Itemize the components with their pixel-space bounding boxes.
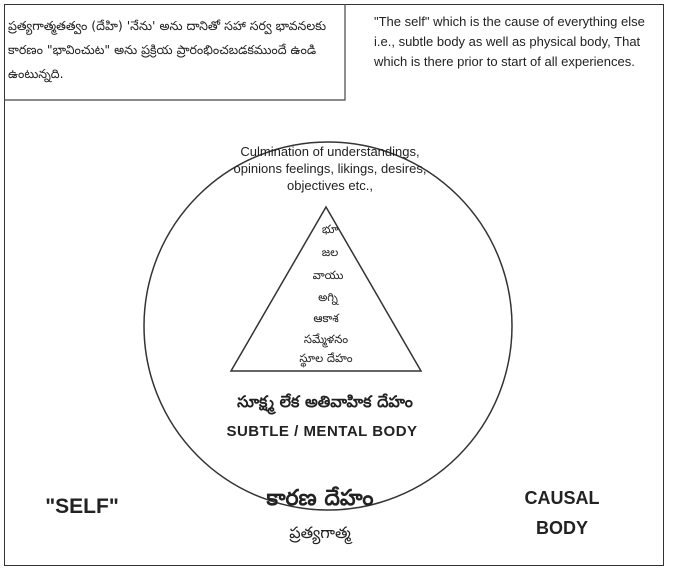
telugu-text-box (4, 4, 346, 101)
subtle-body-telugu: సూక్ష్మ లేక అతివాహిక దేహం (237, 392, 413, 411)
element-fire: అగ్ని (318, 290, 338, 304)
causal-body-circle (143, 141, 513, 511)
subtle-body-label: SUBTLE / MENTAL BODY (226, 423, 418, 440)
element-combination: సమ్మేళనం (303, 332, 349, 346)
element-gross-body: స్థూల దేహం (299, 351, 353, 365)
causal-body-telugu: కారణ దేహం (266, 486, 374, 511)
circle-caption: Culmination of understandings, opinions … (233, 144, 427, 193)
causal-line-1: CAUSAL (524, 488, 600, 508)
element-water: జల (321, 245, 339, 259)
causal-line-2: BODY (535, 518, 588, 538)
self-label: "SELF" (45, 495, 119, 518)
element-air: వాయు (312, 268, 344, 282)
pratyagatma-label: ప్రత్యగాత్మ (289, 523, 351, 542)
telugu-description: ప్రత్యగాత్మతత్వం (దేహి) 'నేను' అను దానిత… (8, 18, 327, 81)
outer-frame (4, 4, 664, 566)
element-space: ఆకాశ (313, 311, 339, 325)
element-earth: భూ (321, 222, 339, 236)
english-description: "The self" which is the cause of everyth… (374, 14, 645, 69)
physical-body-triangle (229, 205, 423, 372)
causal-body-label: CAUSAL BODY (525, 483, 600, 543)
